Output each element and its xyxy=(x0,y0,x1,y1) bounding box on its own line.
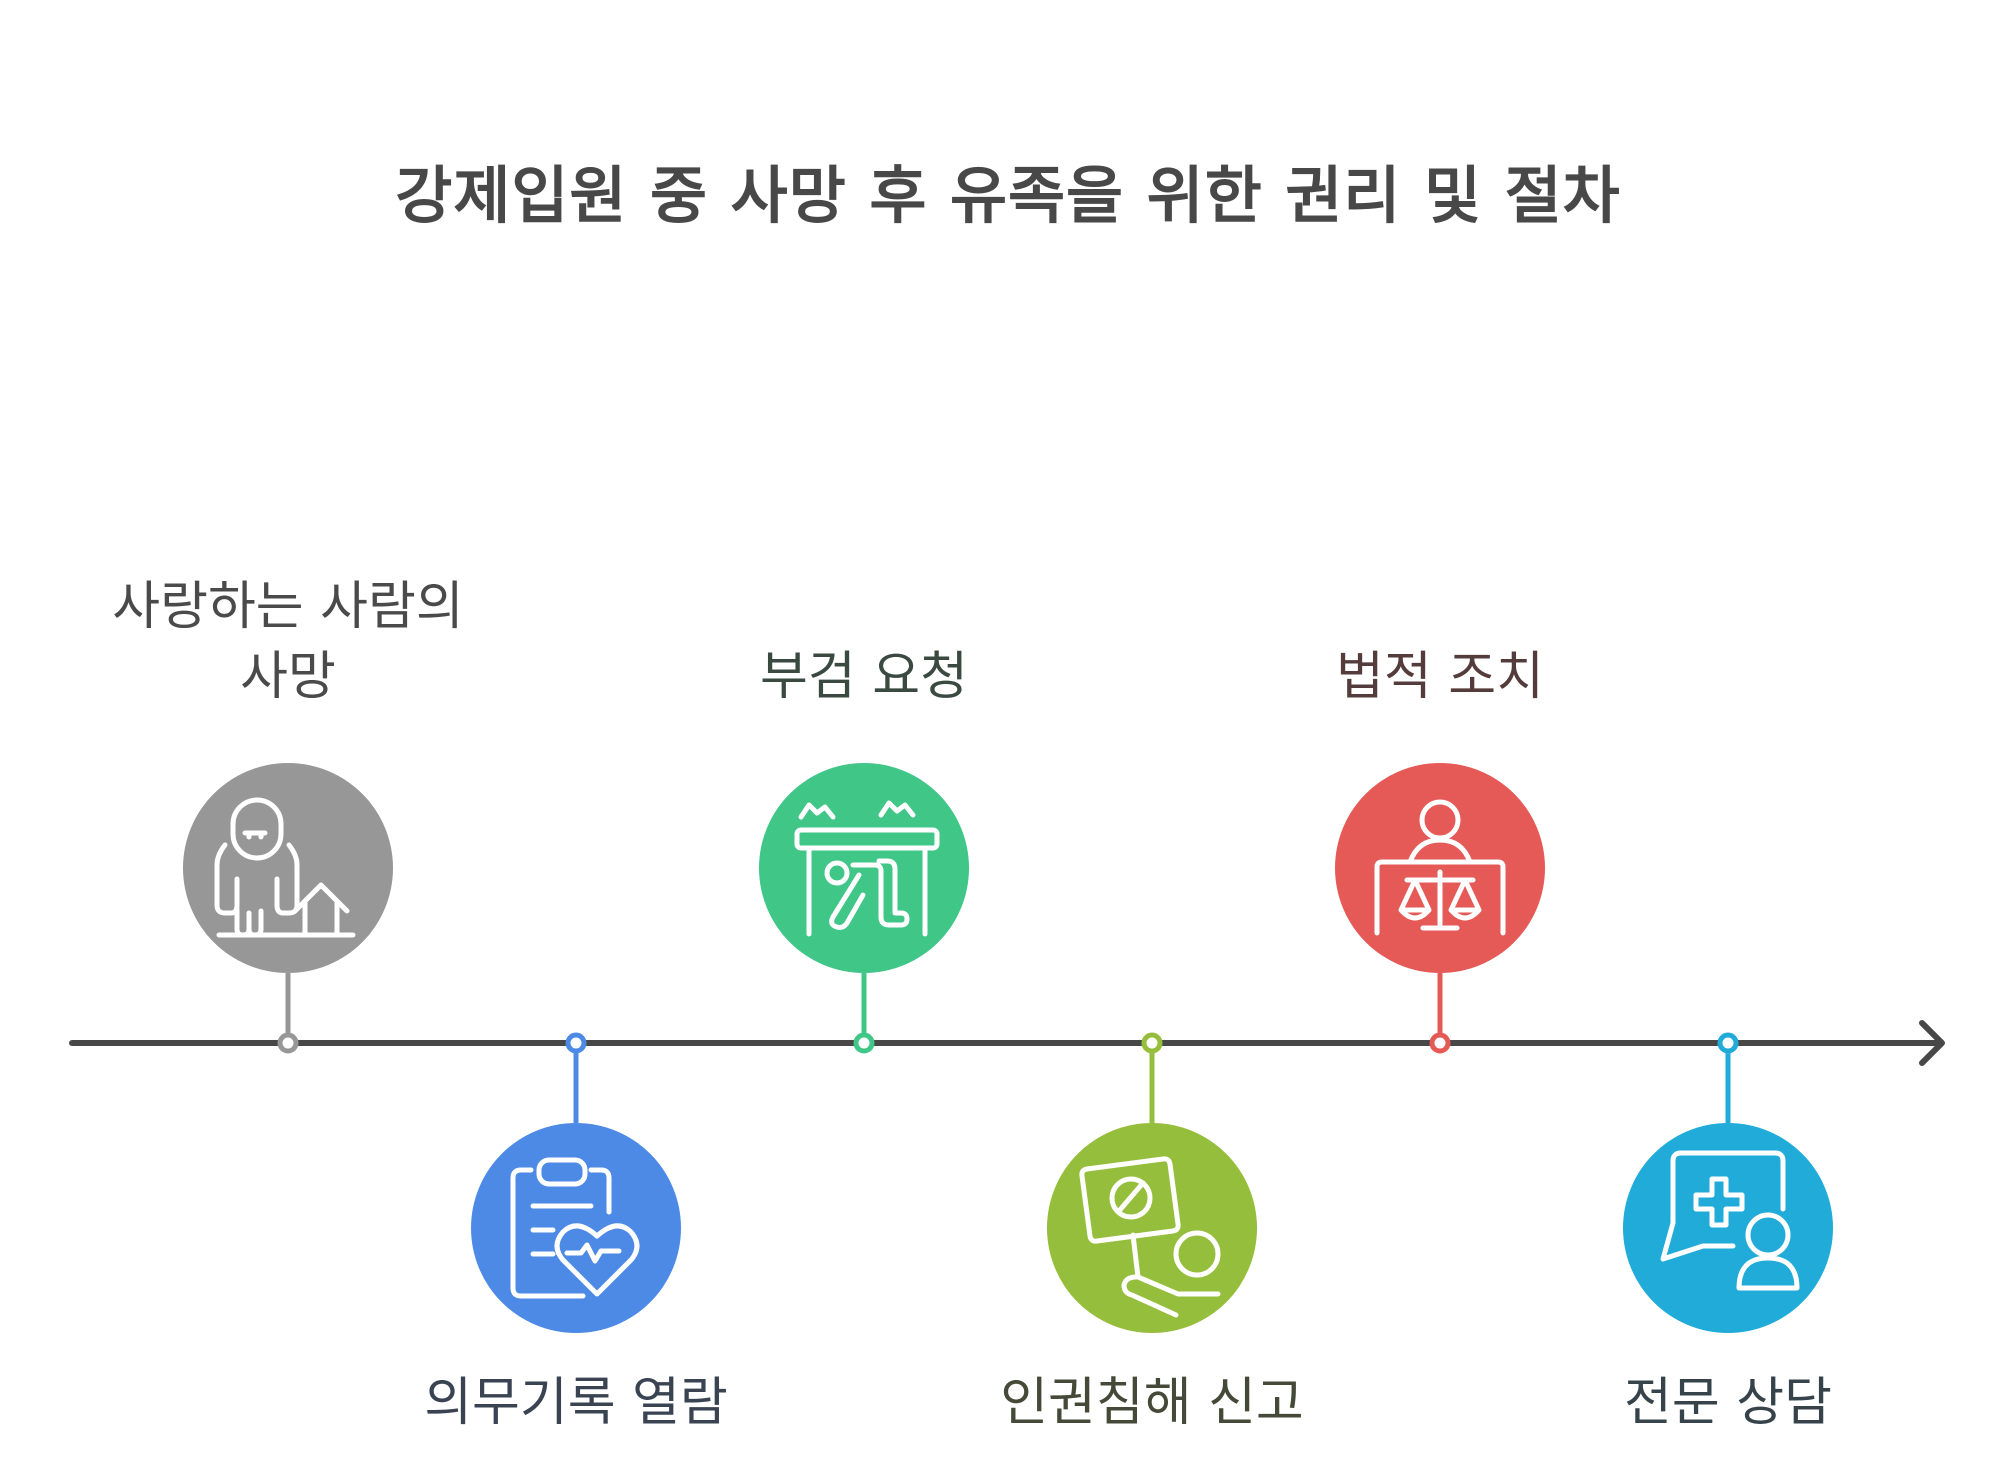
event-label-legal-action: 법적 조치 xyxy=(1336,647,1544,707)
event-label-death: 사랑하는 사람의 사망 xyxy=(112,577,464,707)
node-dot-autopsy xyxy=(853,1032,875,1054)
node-dot-human-rights-report xyxy=(1141,1032,1163,1054)
node-dot-counseling xyxy=(1717,1032,1739,1054)
judge-scales-icon xyxy=(1374,799,1506,936)
event-node-legal-action xyxy=(1335,763,1545,973)
event-label-medical-records: 의무기록 열람 xyxy=(424,1373,728,1433)
event-node-autopsy xyxy=(759,763,969,973)
event-label-autopsy: 부검 요청 xyxy=(760,647,968,707)
event-node-counseling xyxy=(1623,1123,1833,1333)
node-dot-death xyxy=(277,1032,299,1054)
event-node-human-rights-report xyxy=(1047,1123,1257,1333)
clipboard-heart-icon xyxy=(510,1157,640,1299)
arrow-head-icon xyxy=(1919,1020,1945,1066)
body-under-table-icon xyxy=(794,800,940,937)
diagram-title: 강제입원 중 사망 후 유족을 위한 권리 및 절차 xyxy=(395,159,1621,232)
protest-sign-icon xyxy=(1079,1156,1221,1318)
event-node-death xyxy=(183,763,393,973)
mourning-person-house-icon xyxy=(214,797,356,938)
event-node-medical-records xyxy=(471,1123,681,1333)
event-label-human-rights-report: 인권침해 신고 xyxy=(1000,1373,1304,1433)
event-label-counseling: 전문 상담 xyxy=(1624,1373,1832,1433)
node-dot-legal-action xyxy=(1429,1032,1451,1054)
node-dot-medical-records xyxy=(565,1032,587,1054)
medical-chat-person-icon xyxy=(1660,1150,1800,1291)
